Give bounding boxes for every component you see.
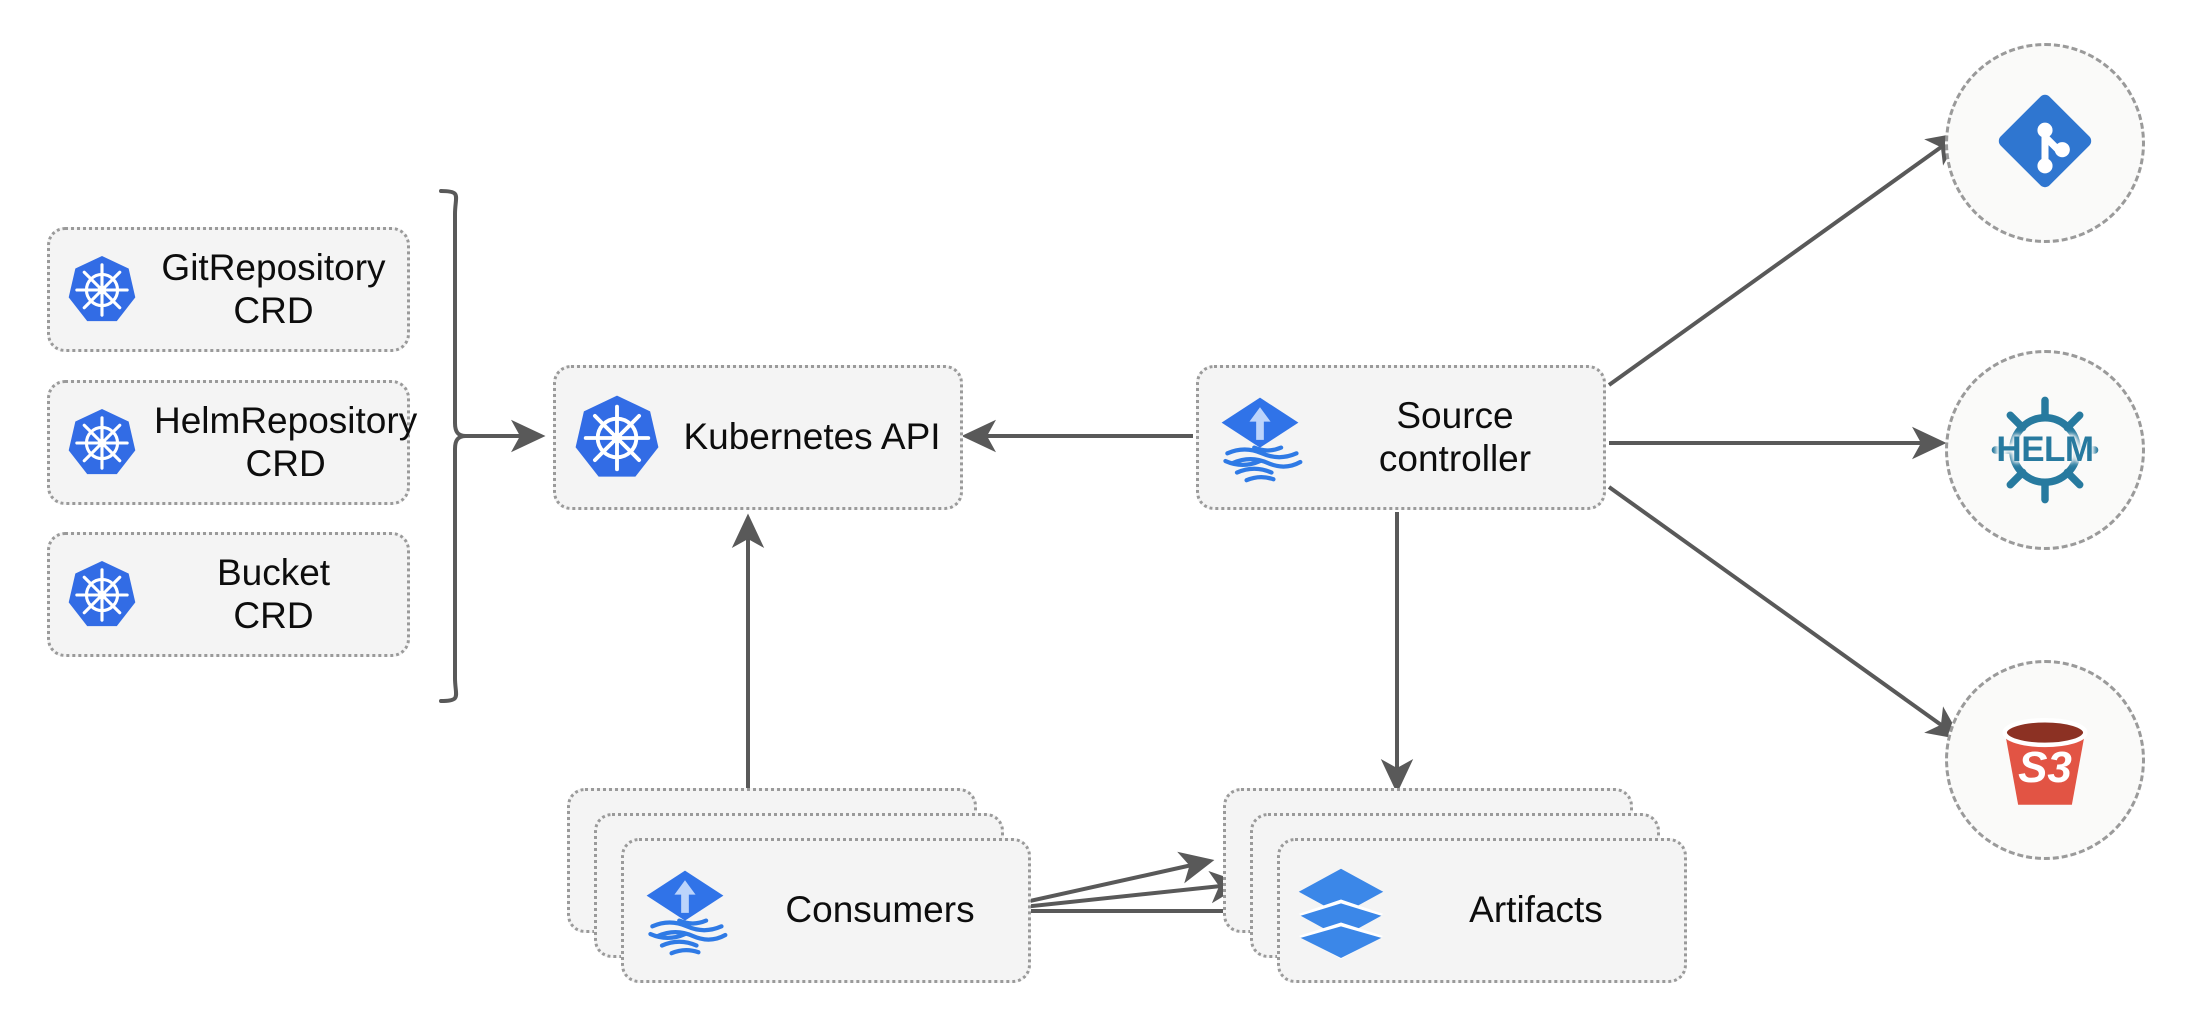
artifacts-box[interactable]: Artifacts xyxy=(1277,838,1687,983)
crd-box-helmrepository[interactable]: HelmRepository CRD xyxy=(47,380,417,505)
crd-box-bucket[interactable]: Bucket CRD xyxy=(47,532,410,657)
layers-icon xyxy=(1280,863,1402,959)
consumers-box[interactable]: Consumers xyxy=(621,838,1031,983)
s3-source-circle[interactable]: S3 xyxy=(1945,660,2145,860)
flux-icon xyxy=(1199,390,1321,486)
helm-source-circle[interactable]: HELM xyxy=(1945,350,2145,550)
kubernetes-api-box[interactable]: Kubernetes API xyxy=(553,365,963,510)
artifacts-label: Artifacts xyxy=(1469,889,1603,931)
source-controller-label: Source controller xyxy=(1378,394,1532,479)
s3-wordmark: S3 xyxy=(2018,743,2072,792)
crd-label-helmrepository: HelmRepository CRD xyxy=(154,399,418,484)
crd-box-gitrepository[interactable]: GitRepository CRD xyxy=(47,227,410,352)
kubernetes-icon xyxy=(50,406,154,480)
arrow-source-controller-to-s3 xyxy=(1607,485,1962,740)
kubernetes-api-label: Kubernetes API xyxy=(683,416,941,458)
helm-wordmark: HELM xyxy=(1996,430,2094,469)
crd-label-bucket: Bucket CRD xyxy=(216,551,331,636)
s3-icon: S3 xyxy=(1989,704,2101,816)
flux-icon xyxy=(624,863,746,959)
git-icon xyxy=(1991,87,2099,200)
crd-group-brace xyxy=(439,189,467,703)
kubernetes-icon xyxy=(50,253,154,327)
source-controller-box[interactable]: Source controller xyxy=(1196,365,1606,510)
helm-icon: HELM xyxy=(1983,388,2107,512)
git-source-circle[interactable] xyxy=(1945,43,2145,243)
crd-label-gitrepository: GitRepository CRD xyxy=(161,246,386,331)
consumers-label: Consumers xyxy=(785,889,975,931)
arrow-source-controller-to-git xyxy=(1607,132,1962,387)
kubernetes-icon xyxy=(556,392,678,484)
kubernetes-icon xyxy=(50,558,154,632)
